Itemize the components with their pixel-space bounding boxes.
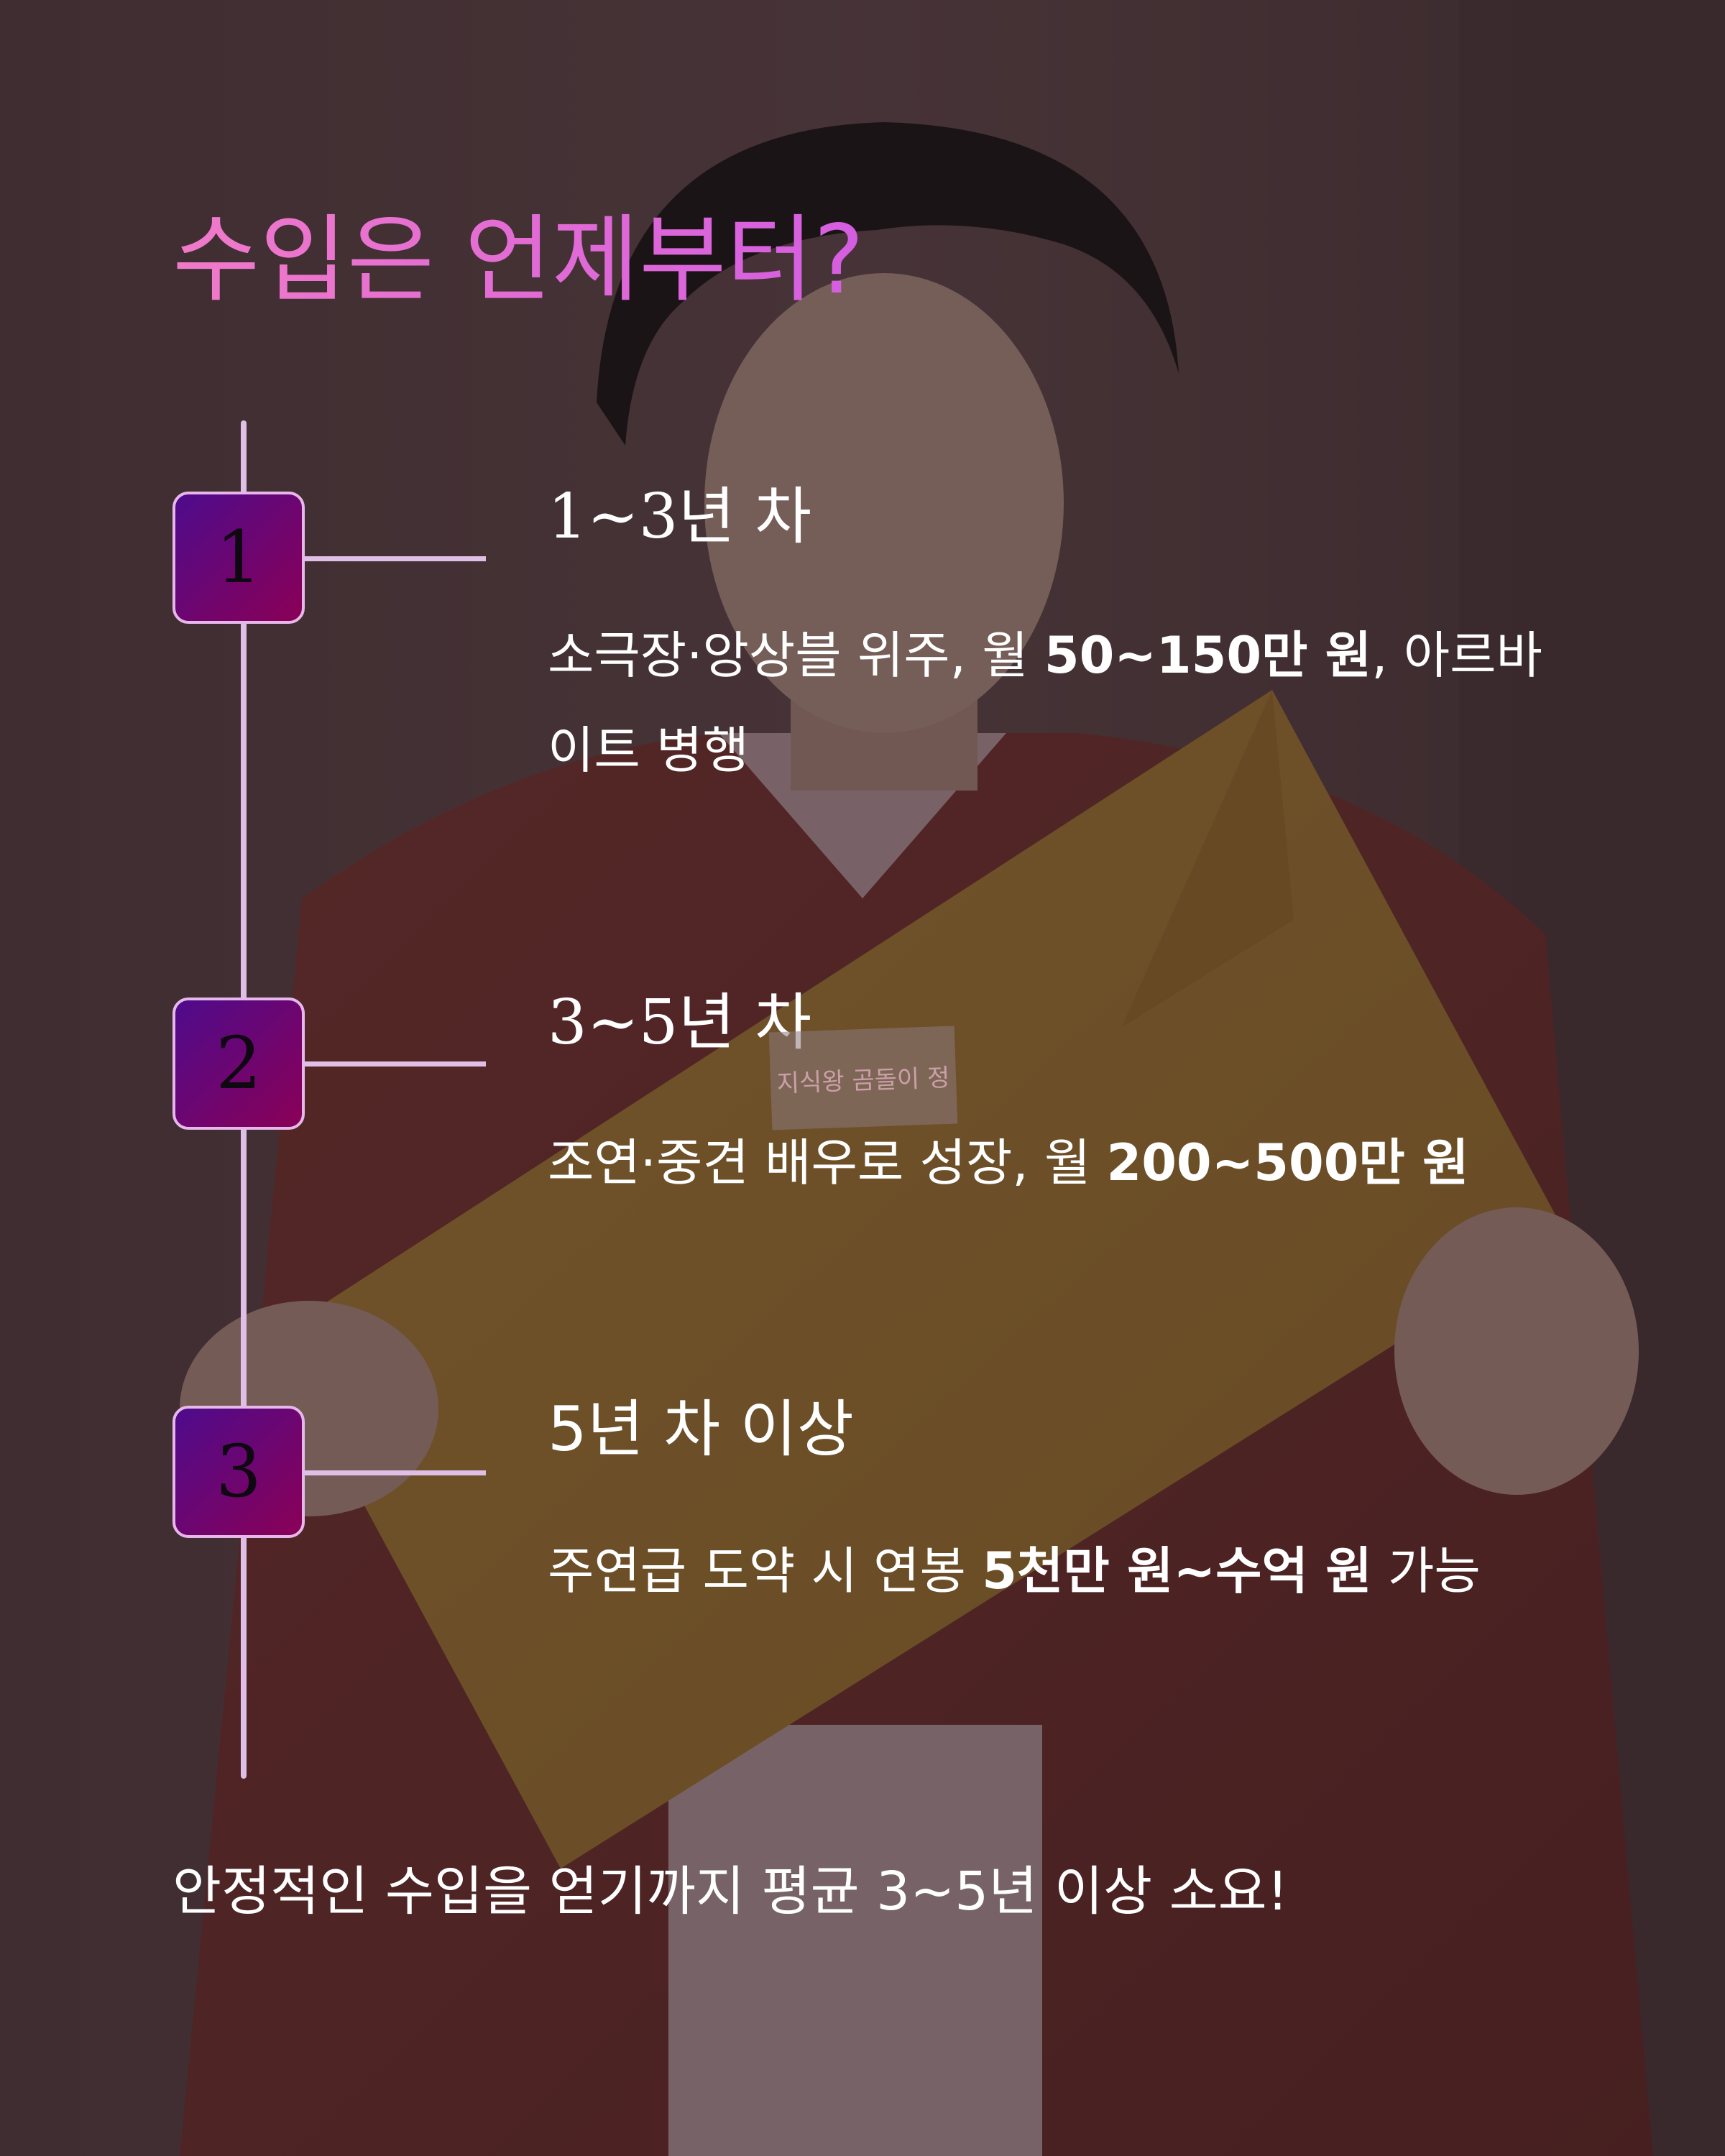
step-connector-2	[305, 1061, 486, 1067]
step-text: 주연급 도약 시 연봉	[548, 1542, 983, 1600]
step-title-1: 1~3년 차	[548, 481, 812, 553]
step-highlight: 200~500만 원	[1106, 1133, 1469, 1192]
step-number-box-2: 2	[172, 998, 305, 1130]
step-number-box-3: 3	[172, 1406, 305, 1538]
watermark: 지식왕 곰돌이 정	[768, 1026, 958, 1130]
step-highlight: 5천만 원~수억 원	[982, 1542, 1372, 1600]
step-connector-1	[305, 556, 486, 561]
step-text: , 아르바이트 병행	[548, 626, 1542, 780]
step-text: 소극장·앙상블 위주, 월	[548, 626, 1044, 685]
step-text: 가능	[1371, 1542, 1481, 1600]
page-title: 수입은 언제부터?	[172, 205, 865, 315]
step-connector-3	[305, 1470, 486, 1475]
step-title-2: 3~5년 차	[548, 987, 812, 1059]
step-description-3: 주연급 도약 시 연봉 5천만 원~수억 원 가능	[548, 1524, 1568, 1618]
step-number-box-1: 1	[172, 492, 305, 624]
step-highlight: 50~150만 원	[1044, 626, 1372, 685]
step-description-1: 소극장·앙상블 위주, 월 50~150만 원, 아르바이트 병행	[548, 608, 1568, 798]
step-title-3: 5년 차 이상	[548, 1393, 854, 1465]
step-text: 조연·중견 배우로 성장, 월	[548, 1133, 1107, 1192]
footer-note: 안정적인 수입을 얻기까지 평균 3~5년 이상 소요!	[172, 1861, 1289, 1922]
step-description-2: 조연·중견 배우로 성장, 월 200~500만 원	[548, 1115, 1568, 1210]
